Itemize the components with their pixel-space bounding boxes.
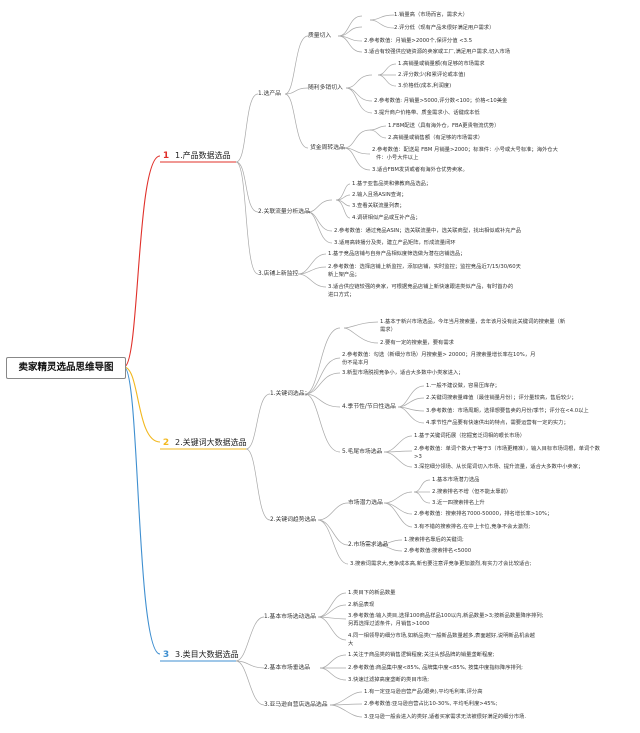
list-item: 2.参考数值: 月销量>5000,评分数<100；价格<10美金 [374, 98, 508, 104]
list-item: 1.一般不建议做，容易压库存； [426, 383, 500, 389]
branch-label: 3.类目大数据选品 [175, 650, 239, 659]
list-item: >3 [414, 454, 422, 460]
list-item: 大 [348, 641, 354, 647]
list-item: 3.查看关联流量列表； [352, 203, 405, 209]
list-item: 3.参考数值：市场周期，选择想要售卖的月份/季节；评分在<4.0以上 [426, 408, 589, 414]
sub-related-traffic: 2.关联流量分析选品 [258, 209, 310, 215]
group-profit: 随利多销切入 [308, 85, 343, 91]
list-item: 另再选择过滤条件，月销售>1000 [348, 621, 430, 627]
list-item: 1.高销量或销量额(有足够的市场需求 [398, 61, 485, 67]
branch-number-1: 1 [162, 151, 170, 161]
sub-amazon-self-operated: 3.亚马逊自营店选品选品 [264, 702, 328, 708]
list-item: 4.季节性产品要有快速供出的特点，需要运营有一定的实力； [426, 420, 569, 426]
list-item: 2.参考数值:亚马逊自营占比10-30%, 平均毛利度>45%; [364, 701, 498, 707]
list-item: 2.参考数值:搜索排名<5000 [404, 548, 472, 554]
list-item: 3.亚马逊一般会进入的类好,适者买家需求无法被很好满足的细分市场. [364, 714, 527, 720]
list-item: 1.搜索排名靠后的关键词; [404, 537, 464, 543]
list-item: 需求） [380, 327, 396, 333]
list-item: 1.基于关键词拓展（挖掘宽泛词相的眼长市场） [414, 433, 525, 439]
list-item: 4.同一相领导的细分市场,如新品类(一般新品数量越多,表面越好,说明新品机会越 [348, 633, 535, 639]
list-item: 2.评分低（现有产品未很好满足用户需求） [394, 25, 495, 31]
list-item: 4.调研相似产品或互补产品； [352, 215, 421, 221]
group-turnover: 货金周转选品 [310, 145, 345, 151]
list-item: 3.适合供应链较强的卖家，可根据竞品店铺上新快速跟进类似产品，有时首办的 [328, 284, 514, 290]
sub-store-monitor: 3.店铺上新监控 [258, 271, 299, 277]
list-item: 3.新型市场脱视竞争小，适合大多数中小类家进入； [342, 370, 464, 376]
list-item: 3.适合有较强供应链资源的卖家或工厂,满足用户需求,切入市场 [364, 49, 511, 55]
list-item: 2.参考数值：搜索排名7000-50000，排名增长率>10%； [414, 511, 553, 517]
sub-keyword-trend: 2.关键词趋势选品 [270, 517, 317, 523]
group-market-potential: 市场潜力选品 [348, 500, 383, 506]
list-item: 3.深挖细分领场、从长尾词切入市场、提升流量，适合大多数中小卖家； [414, 464, 584, 470]
list-item: 3.提升商户价格带、质金需求小、话键成本低 [374, 110, 480, 116]
list-item: 1.类目下的新品数量 [348, 590, 396, 596]
list-item: 2.高销量或销售额（有足够的市场需求） [388, 135, 484, 141]
list-item: 1.基本于新兴市场选品，今年当月搜索量，去年该月没有此关键词的搜索量（新 [380, 319, 566, 325]
list-item: 1.基于亚售品类和佛教商品选品； [352, 181, 432, 187]
sub-keyword-select: 1.关键词选品； [270, 391, 311, 397]
list-item: 1.销量高（市场而言，需求大） [394, 12, 468, 18]
list-item: 1.有一定亚马逊自营产品(跟卖),平均毛利率,评分高 [364, 689, 483, 695]
list-item: 3.价格低(成本,利润度) [398, 83, 452, 89]
branch-number-2: 2 [162, 438, 170, 448]
list-item: 2.参考数值：单词个数大于等于3（市场更精准），输入目标市场词根，单词个数 [414, 446, 600, 452]
branch-product-data: 1 1.产品数据选品 [160, 150, 231, 162]
list-item: 份不是本月 [342, 360, 369, 366]
list-item: 3.近一四搜索排名上升 [432, 500, 485, 506]
list-item: 2.新品表现 [348, 602, 375, 608]
branch-label: 2.关键词大数据选品 [175, 438, 247, 447]
branch-category-data: 3 3.类目大数据选品 [160, 649, 239, 661]
list-item: 进口方式； [328, 292, 355, 298]
list-item: 2.要有一定的搜索量，要有需求 [380, 340, 454, 346]
list-item: 2.输入且扬ASIN查询； [352, 192, 407, 198]
group-seasonal: 4.季节性/节日性选品 [342, 404, 396, 410]
list-item: 1.基本市场潜力选品 [432, 477, 480, 483]
list-item: 1.关注于商品类的销售逻辑程度;关注头部品牌的销量垄断程度; [348, 652, 495, 658]
sub-market-concentration: 2.基本市场垂选品 [264, 665, 311, 671]
sub-select-product: 1.选产品 [258, 91, 281, 97]
branch-keyword-data: 2 2.关键词大数据选品 [160, 437, 247, 449]
list-item: 2.参考数值：通过竞品ASIN；选关联流量中，选关联商型，找出相似或补充产品 [334, 228, 522, 234]
list-item: 件：小号大件以上 [376, 155, 419, 161]
list-item: 2.搜索排名不增（但不能太靠前） [432, 489, 512, 495]
list-item: 3.适合FBM发货或者有海外仓优势卖家。 [372, 167, 468, 173]
group-market-demand: 2.市场需求选品 [348, 542, 389, 548]
list-item: 2.关键词搜索量峰值（最佳销量月份）；评分量较高，售后较少； [426, 395, 577, 401]
list-item: 3.有不错的搜索排名,在中上卡位,竞争不会太激烈; [414, 524, 531, 530]
list-item: 1.基于竞品店铺与自身产品相似度筛选做为潜在店铺选品； [328, 251, 466, 257]
list-item: 1.FBM配送（具有海外仓，FBA更贵物流优势） [388, 123, 500, 129]
list-item: 2.参考数值：选择店铺上新监控，添加店铺，实时监控；监控竞品近7/15/30/6… [328, 264, 521, 270]
list-item: 3.快速过滤掉高度垄断的类目市场; [348, 677, 429, 683]
branch-number-3: 3 [162, 650, 170, 660]
root-node: 卖家精灵选品思维导图 [6, 357, 126, 379]
list-item: 3.适用高转播分及类，建立产品矩阵，形成流量闭环 [334, 240, 456, 246]
sub-market-dynamics: 1.基本市场选动选品 [264, 614, 316, 620]
list-item: 3.搜索词需求大,竞争成本高,新也要注意评竞争更加激烈,有实力才会比较适合; [350, 561, 532, 567]
list-item: 2.评分数少(和累评论或本值) [398, 72, 466, 78]
branch-label: 1.产品数据选品 [175, 151, 231, 160]
list-item: 2.参考数值:商品集中度<85%, 品牌集中度<85%, 按集中度指标降序排列; [348, 665, 523, 671]
list-item: 2.参考数值：勾选（新细分市场）月搜索量> 20000；月搜索量增长率在10%，… [342, 352, 536, 358]
list-item: 2.参考数值：配送是 FBM 月销量>2000；标准件：小号或大号标准；海外仓大 [372, 147, 558, 153]
list-item: 新上架产品； [328, 272, 360, 278]
list-item: 3.参考数值:输入类目,选择100商品样品100以内,新品数量>3;按新品数量降… [348, 613, 544, 619]
group-long-tail: 5.毛尾市场选品 [342, 449, 383, 455]
group-quality: 质量切入 [308, 33, 332, 39]
list-item: 2.参考数值：月销量>2000个,保评分值 <3.5 [364, 38, 473, 44]
